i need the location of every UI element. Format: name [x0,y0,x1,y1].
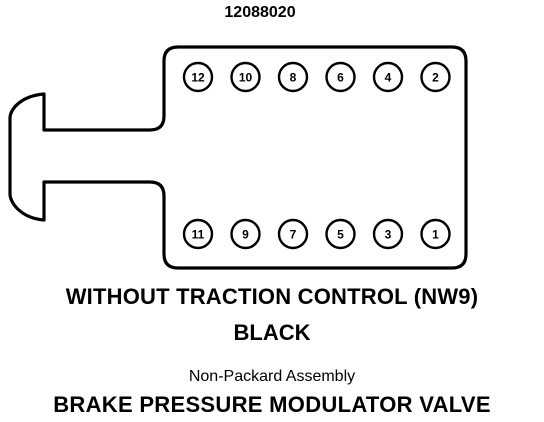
pin-7-label: 7 [290,228,297,242]
pin-9-label: 9 [242,228,249,242]
pin-5-label: 5 [337,228,344,242]
pin-9-circle [230,218,261,250]
pin-6-label: 6 [337,71,344,85]
pin-11-label: 11 [192,228,205,242]
caption-assembly: Non-Packard Assembly [188,368,356,385]
pin-6-circle [325,61,356,93]
pin-4-label: 4 [385,71,392,85]
pin-10-circle [230,61,261,93]
pin-5-circle [325,218,356,250]
pin-7-circle [277,218,309,250]
pin-4-circle [372,61,404,93]
bottom-pin-row: 11 9 7 5 3 1 [182,218,451,250]
pin-12-circle [182,61,214,93]
pin-10-label: 10 [239,71,253,85]
pin-1-circle [420,218,451,250]
pin-2-label: 2 [432,71,439,85]
caption-traction-control: WITHOUT TRACTION CONTROL (NW9) [65,284,479,309]
pin-2-circle [420,61,451,93]
pin-3-label: 3 [385,228,392,242]
caption-color: BLACK [233,320,311,345]
connector-housing [8,45,468,270]
pin-8-label: 8 [290,71,297,85]
part-number: 12088020 [224,4,296,21]
pin-12-label: 12 [191,71,205,85]
caption-component: BRAKE PRESSURE MODULATOR VALVE [53,392,491,417]
pin-8-circle [277,61,309,93]
pin-11-circle [182,218,214,250]
pin-3-circle [372,218,404,250]
top-pin-row: 12 10 8 6 4 2 [182,61,451,93]
pin-1-label: 1 [432,228,439,242]
